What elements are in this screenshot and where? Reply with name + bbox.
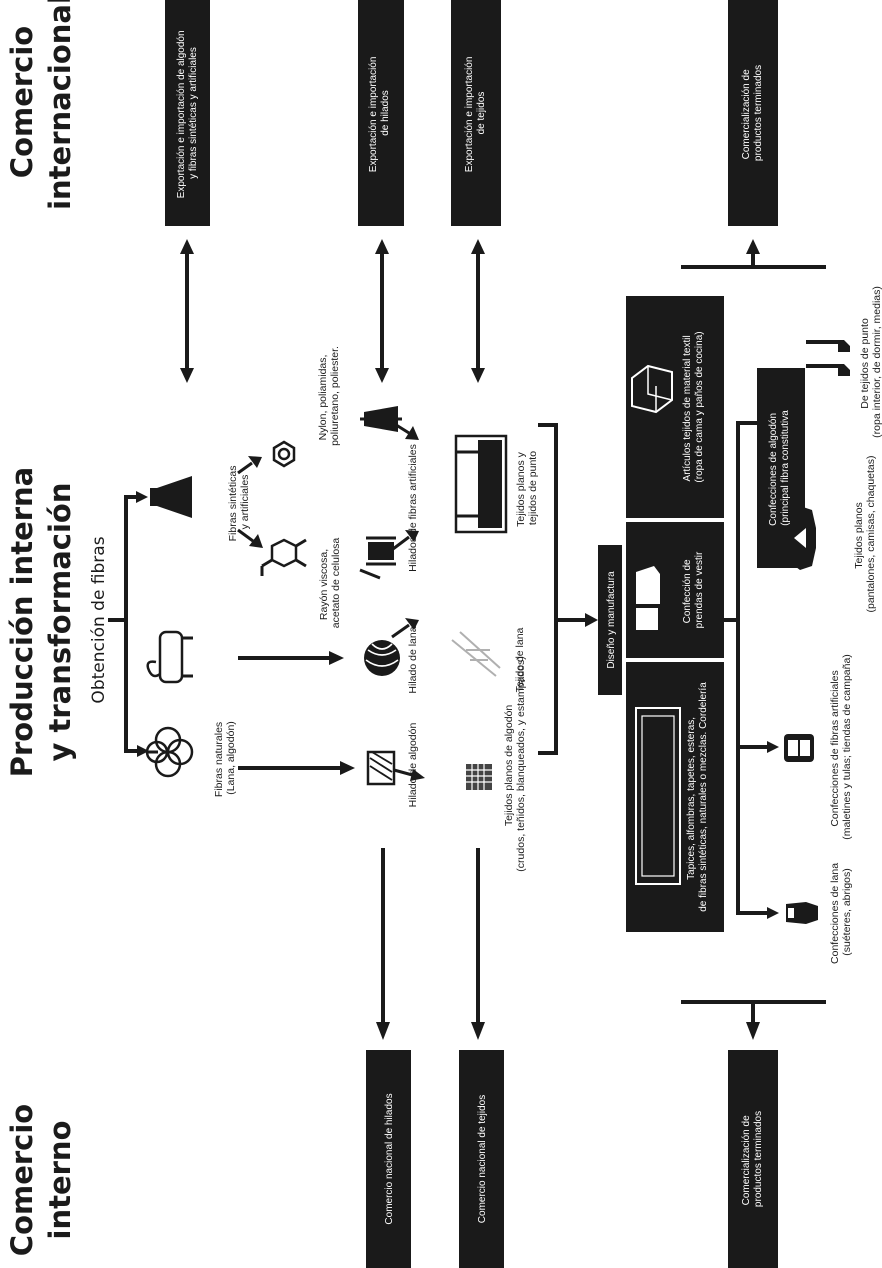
svg-text:Comercialización de prod: Comercialización de productos terminados xyxy=(741,1111,764,1207)
arrow-hilado-to-tejido-algodon xyxy=(393,768,425,781)
label-hilado-lana: Hilado de lana xyxy=(407,626,419,693)
arrow-intl-hilados xyxy=(375,239,389,383)
svg-text:Fibras sintéticas y arti: Fibras sintéticas y artificiales xyxy=(227,463,251,542)
sweater-icon xyxy=(786,902,818,924)
bottom-box-hilados: Comercio nacional de hilados xyxy=(366,1050,411,1268)
fiber-tree xyxy=(108,491,149,757)
svg-text:Tejidos planos (pantalon: Tejidos planos (pantalones, camisas, cha… xyxy=(853,455,877,612)
subtitle-obtencion: Obtención de fibras xyxy=(89,536,109,703)
thread-cone-icon xyxy=(360,406,402,432)
loom-icon xyxy=(454,434,508,534)
benzene-ring-icon xyxy=(272,440,296,468)
label-tejidos-punto: De tejidos de punto (ropa interior, de d… xyxy=(859,286,882,438)
svg-text:De tejidos de punto (rop: De tejidos de punto (ropa interior, de d… xyxy=(859,286,882,438)
tejidos-bracket xyxy=(538,423,598,755)
label-hilado-algodon: Hilado de algodón xyxy=(407,723,419,808)
svg-text:Confecciones de lana (su: Confecciones de lana (suéteres, abrigos) xyxy=(829,860,853,964)
arrow-spool-to-loom xyxy=(392,530,419,551)
label-fibras-artificiales-conf: Confecciones de fibras artificiales (mal… xyxy=(829,654,853,840)
arrow-intl-fibras xyxy=(180,239,194,383)
label-fibras-sinteticas: Fibras sintéticas y artificiales xyxy=(227,463,251,542)
arrow-yarn-to-tejido-lana xyxy=(391,618,419,639)
cotton-flower-icon xyxy=(145,726,194,778)
product-box-algodon: Confecciones de algodón (principal fibra… xyxy=(757,368,805,568)
sheep-icon xyxy=(146,630,193,684)
svg-text:Comercio: Comercio xyxy=(5,1104,39,1256)
svg-text:Comercio nacional de hilados: Comercio nacional de hilados xyxy=(384,1093,395,1224)
svg-text:Rayón viscosa, acetato d: Rayón viscosa, acetato de celulosa xyxy=(318,538,342,629)
arrow-flask-to-molecule xyxy=(237,528,263,548)
top-box-hilados: Exportación e importación de hilados xyxy=(358,0,404,226)
section-comercio-internacional: Comercio internacional xyxy=(5,0,77,210)
svg-text:Confecciones de fibras artific: Confecciones de fibras artificiales (mal… xyxy=(829,654,853,840)
svg-text:Diseño y manufactura: Diseño y manufactura xyxy=(606,571,617,669)
bottom-box-tejidos: Comercio nacional de tejidos xyxy=(459,1050,504,1268)
label-nylon: Nylon, poliamidas, poliuretano, polieste… xyxy=(317,346,341,446)
arrow-interno-hilados xyxy=(376,848,390,1040)
diseno-box: Diseño y manufactura xyxy=(598,545,622,695)
fabric-swatch-icon xyxy=(466,764,492,790)
svg-text:Tejidos planos y tejidos: Tejidos planos y tejidos de punto xyxy=(515,449,539,527)
label-confecciones-lana: Confecciones de lana (suéteres, abrigos) xyxy=(829,860,853,964)
rug-icon xyxy=(635,707,681,885)
svg-text:y transformación: y transformación xyxy=(43,483,77,762)
clothes-icon xyxy=(636,566,660,630)
label-tejidos-algodon: Tejidos planos de algodón (crudos, teñid… xyxy=(503,656,527,871)
svg-text:Confecciones de algodón: Confecciones de algodón (principal fibra… xyxy=(768,410,791,526)
bottom-box-comercializacion: Comercialización de productos terminados xyxy=(728,1050,778,1268)
label-fibras-naturales: Fibras naturales (Lana, algodón) xyxy=(213,719,237,797)
svg-text:Producción interna: Producción interna xyxy=(5,467,39,778)
knitting-icon xyxy=(451,631,501,677)
product-tree xyxy=(724,421,779,919)
arrow-interno-tejidos xyxy=(471,848,485,1040)
svg-text:interno: interno xyxy=(43,1121,77,1240)
label-hilado-fibras: Hilados de fibras artificiales xyxy=(407,444,419,572)
t-bar-bottom xyxy=(681,1000,826,1040)
svg-text:Artículos tejidos de material: Artículos tejidos de material textil (ro… xyxy=(682,331,705,482)
stockings-icon xyxy=(806,340,850,376)
molecule-icon xyxy=(260,538,307,576)
product-box-tapices: Tapices, alfombras, tapetes, esteras, de… xyxy=(626,662,724,932)
arrow-cotton-to-hilado xyxy=(238,761,355,775)
label-rayon: Rayón viscosa, acetato de celulosa xyxy=(318,538,342,629)
flask-icon xyxy=(150,476,192,518)
backpack-icon xyxy=(784,734,814,762)
svg-text:Exportación e importación de a: Exportación e importación de algodón y f… xyxy=(176,28,199,199)
suit-jacket-icon xyxy=(792,506,816,570)
product-box-articulos: Artículos tejidos de material textil (ro… xyxy=(626,296,724,518)
svg-text:Tapices, alfombras, tapetes, e: Tapices, alfombras, tapetes, esteras, de… xyxy=(686,682,709,912)
svg-text:Nylon, poliamidas, poliu: Nylon, poliamidas, poliuretano, polieste… xyxy=(317,346,341,446)
top-box-algodon-fibras: Exportación e importación de algodón y f… xyxy=(165,0,210,226)
label-tejido-lana: Tejido de lana xyxy=(514,627,526,692)
top-box-tejidos: Exportación e importación de tejidos xyxy=(451,0,501,226)
thread-spool-icon xyxy=(359,536,396,580)
bed-icon xyxy=(631,364,673,414)
svg-text:internacional: internacional xyxy=(43,0,77,210)
section-comercio-interno: Comercio interno xyxy=(5,1104,77,1256)
svg-text:Comercialización de prod: Comercialización de productos terminados xyxy=(741,65,764,161)
t-bar-top xyxy=(681,239,826,269)
svg-text:Comercio: Comercio xyxy=(5,26,39,178)
svg-text:Comercio nacional de tejidos: Comercio nacional de tejidos xyxy=(477,1095,488,1223)
cotton-yarn-icon xyxy=(366,750,396,786)
arrow-sheep-to-yarn xyxy=(238,651,344,665)
svg-text:Tejidos planos de algodón: Tejidos planos de algodón (crudos, teñid… xyxy=(503,656,527,871)
yarn-ball-icon xyxy=(364,640,400,676)
top-box-comercializacion: Comercialización de productos terminados xyxy=(728,0,778,226)
svg-text:Exportación e importación: Exportación e importación de hilados xyxy=(368,54,391,172)
label-tejidos-planos: Tejidos planos (pantalones, camisas, cha… xyxy=(853,455,877,612)
label-tejidos-planos-punto: Tejidos planos y tejidos de punto xyxy=(515,449,539,527)
section-produccion-interna: Producción interna y transformación xyxy=(5,467,77,778)
svg-text:Confección de prendas de: Confección de prendas de vestir xyxy=(682,551,705,628)
svg-text:Fibras naturales (Lana,: Fibras naturales (Lana, algodón) xyxy=(213,719,237,797)
arrow-intl-tejidos xyxy=(471,239,485,383)
svg-text:Exportación e importación: Exportación e importación de tejidos xyxy=(464,54,487,172)
arrow-flask-to-benzene xyxy=(237,456,262,475)
